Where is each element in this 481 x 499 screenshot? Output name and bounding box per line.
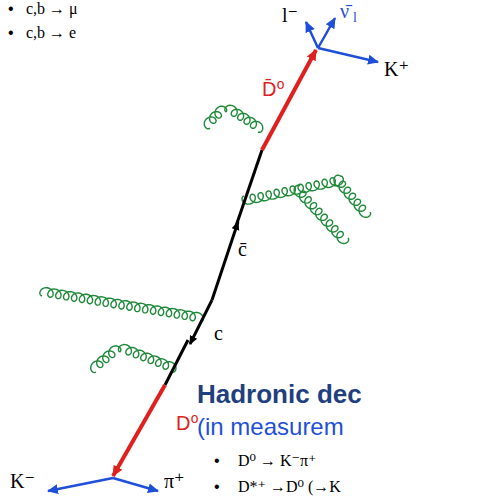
gluon-line: [118, 345, 176, 373]
gluon-line: [40, 288, 203, 322]
particle-label: D⁰: [176, 412, 198, 434]
particle-label: D̄⁰: [262, 78, 284, 100]
gluon-line: [91, 346, 121, 373]
particle-label: K⁺: [384, 58, 409, 80]
gluon-line: [204, 106, 227, 129]
bullet: •: [8, 24, 14, 42]
particle-label: π⁺: [164, 470, 185, 492]
bullet-text: c,b → μ: [26, 0, 78, 18]
quark-label: c̄: [238, 238, 247, 260]
bullet: •: [214, 478, 220, 496]
bullet: •: [8, 0, 14, 18]
particle-subscript: l: [353, 10, 357, 25]
gluon-line: [334, 175, 371, 217]
bullet-text: D*⁺ →D⁰ (→K: [238, 478, 341, 496]
bullet-text: c,b → e: [26, 24, 76, 42]
particle-label: ν̄: [340, 0, 349, 22]
section-subheading: (in measurem: [197, 414, 344, 440]
gluon-line: [242, 176, 343, 204]
gluon-line: [225, 105, 263, 132]
quark-label: c: [214, 322, 223, 344]
particle-label: K⁻: [10, 470, 35, 492]
particle-label: l⁻: [282, 4, 298, 26]
section-heading: Hadronic dec: [197, 380, 362, 409]
gluon-line: [294, 185, 348, 243]
bullet-text: D⁰ → K⁻π⁺: [238, 452, 317, 470]
bullet: •: [214, 452, 220, 470]
